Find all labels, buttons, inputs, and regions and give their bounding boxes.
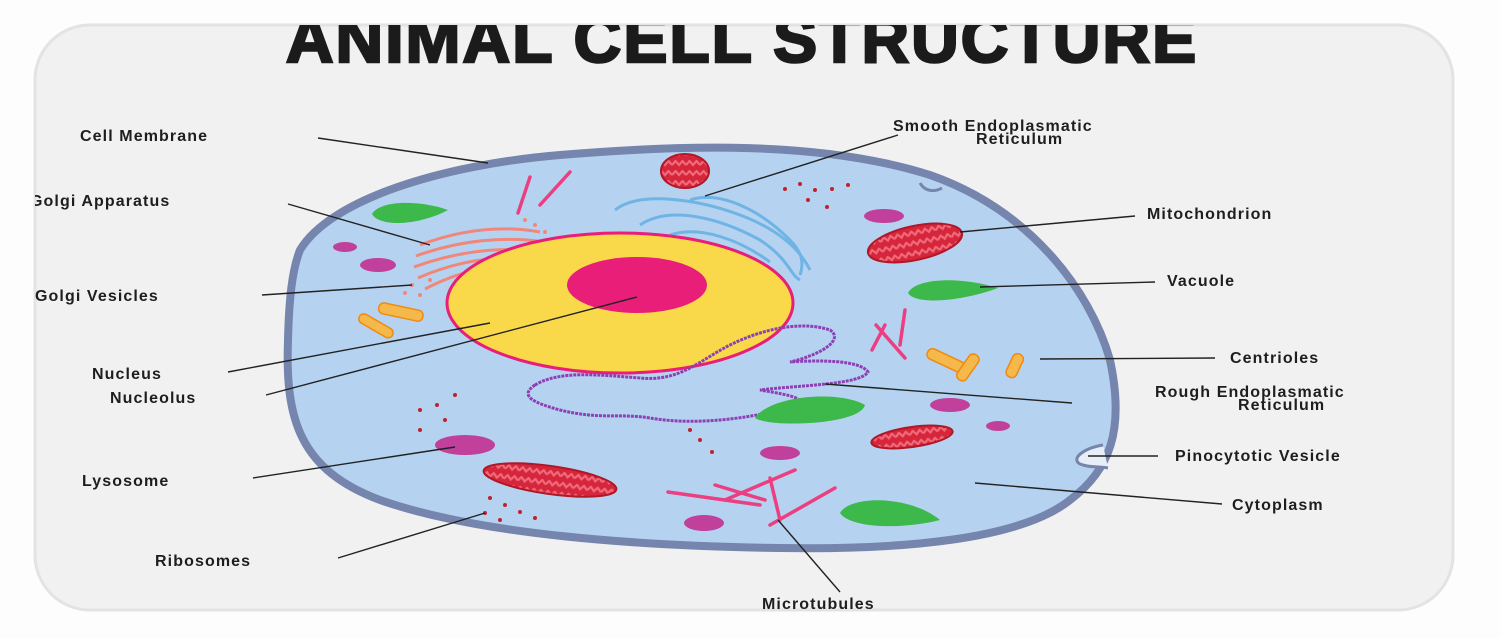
label-ribosomes: Ribosomes (155, 553, 251, 570)
diagram-title: ANIMAL CELL STRUCTURE (286, 2, 1198, 76)
label-microtubules: Microtubules (762, 596, 875, 613)
label-golgi-apparatus: Golgi Apparatus (30, 193, 170, 210)
label-nucleolus: Nucleolus (110, 390, 196, 407)
label-smooth-er-line1: Smooth Endoplasmatic (893, 118, 1093, 135)
vacuole-shape (372, 202, 448, 224)
label-golgi-vesicles: Golgi Vesicles (35, 288, 159, 305)
mitochondrion-shape (660, 153, 710, 189)
label-lysosome: Lysosome (82, 473, 169, 490)
label-vacuole: Vacuole (1167, 273, 1235, 290)
golgi-apparatus-shape (413, 227, 546, 291)
nucleolus-shape (567, 257, 707, 313)
label-rough-er-line2: Reticulum (1238, 397, 1325, 414)
membrane-indent (918, 182, 943, 193)
label-centrioles: Centrioles (1230, 350, 1319, 367)
ribosome-dots (418, 182, 850, 522)
mitochondrion-shape (866, 222, 964, 264)
mitochondrion-shape (482, 462, 618, 498)
lysosome-shapes (333, 209, 1010, 531)
rough-er-shape (526, 324, 870, 423)
mitochondrion-shape (870, 424, 954, 450)
label-mitochondrion: Mitochondrion (1147, 206, 1272, 223)
label-cell-membrane: Cell Membrane (80, 128, 208, 145)
label-smooth-er-line2: Reticulum (976, 131, 1063, 148)
vacuole-shape (908, 280, 998, 301)
smooth-er-shape (614, 195, 812, 282)
microtubules-shape (516, 170, 907, 527)
label-pinocytotic-vesicle: Pinocytotic Vesicle (1175, 448, 1341, 465)
vacuole-shape (840, 500, 940, 527)
label-nucleus: Nucleus (92, 366, 162, 383)
label-cytoplasm: Cytoplasm (1232, 497, 1324, 514)
centrioles-shape (358, 302, 1025, 382)
vacuole-shape (755, 396, 865, 424)
leader-lines (227, 134, 1223, 593)
label-rough-er-line1: Rough Endoplasmatic (1155, 384, 1345, 401)
